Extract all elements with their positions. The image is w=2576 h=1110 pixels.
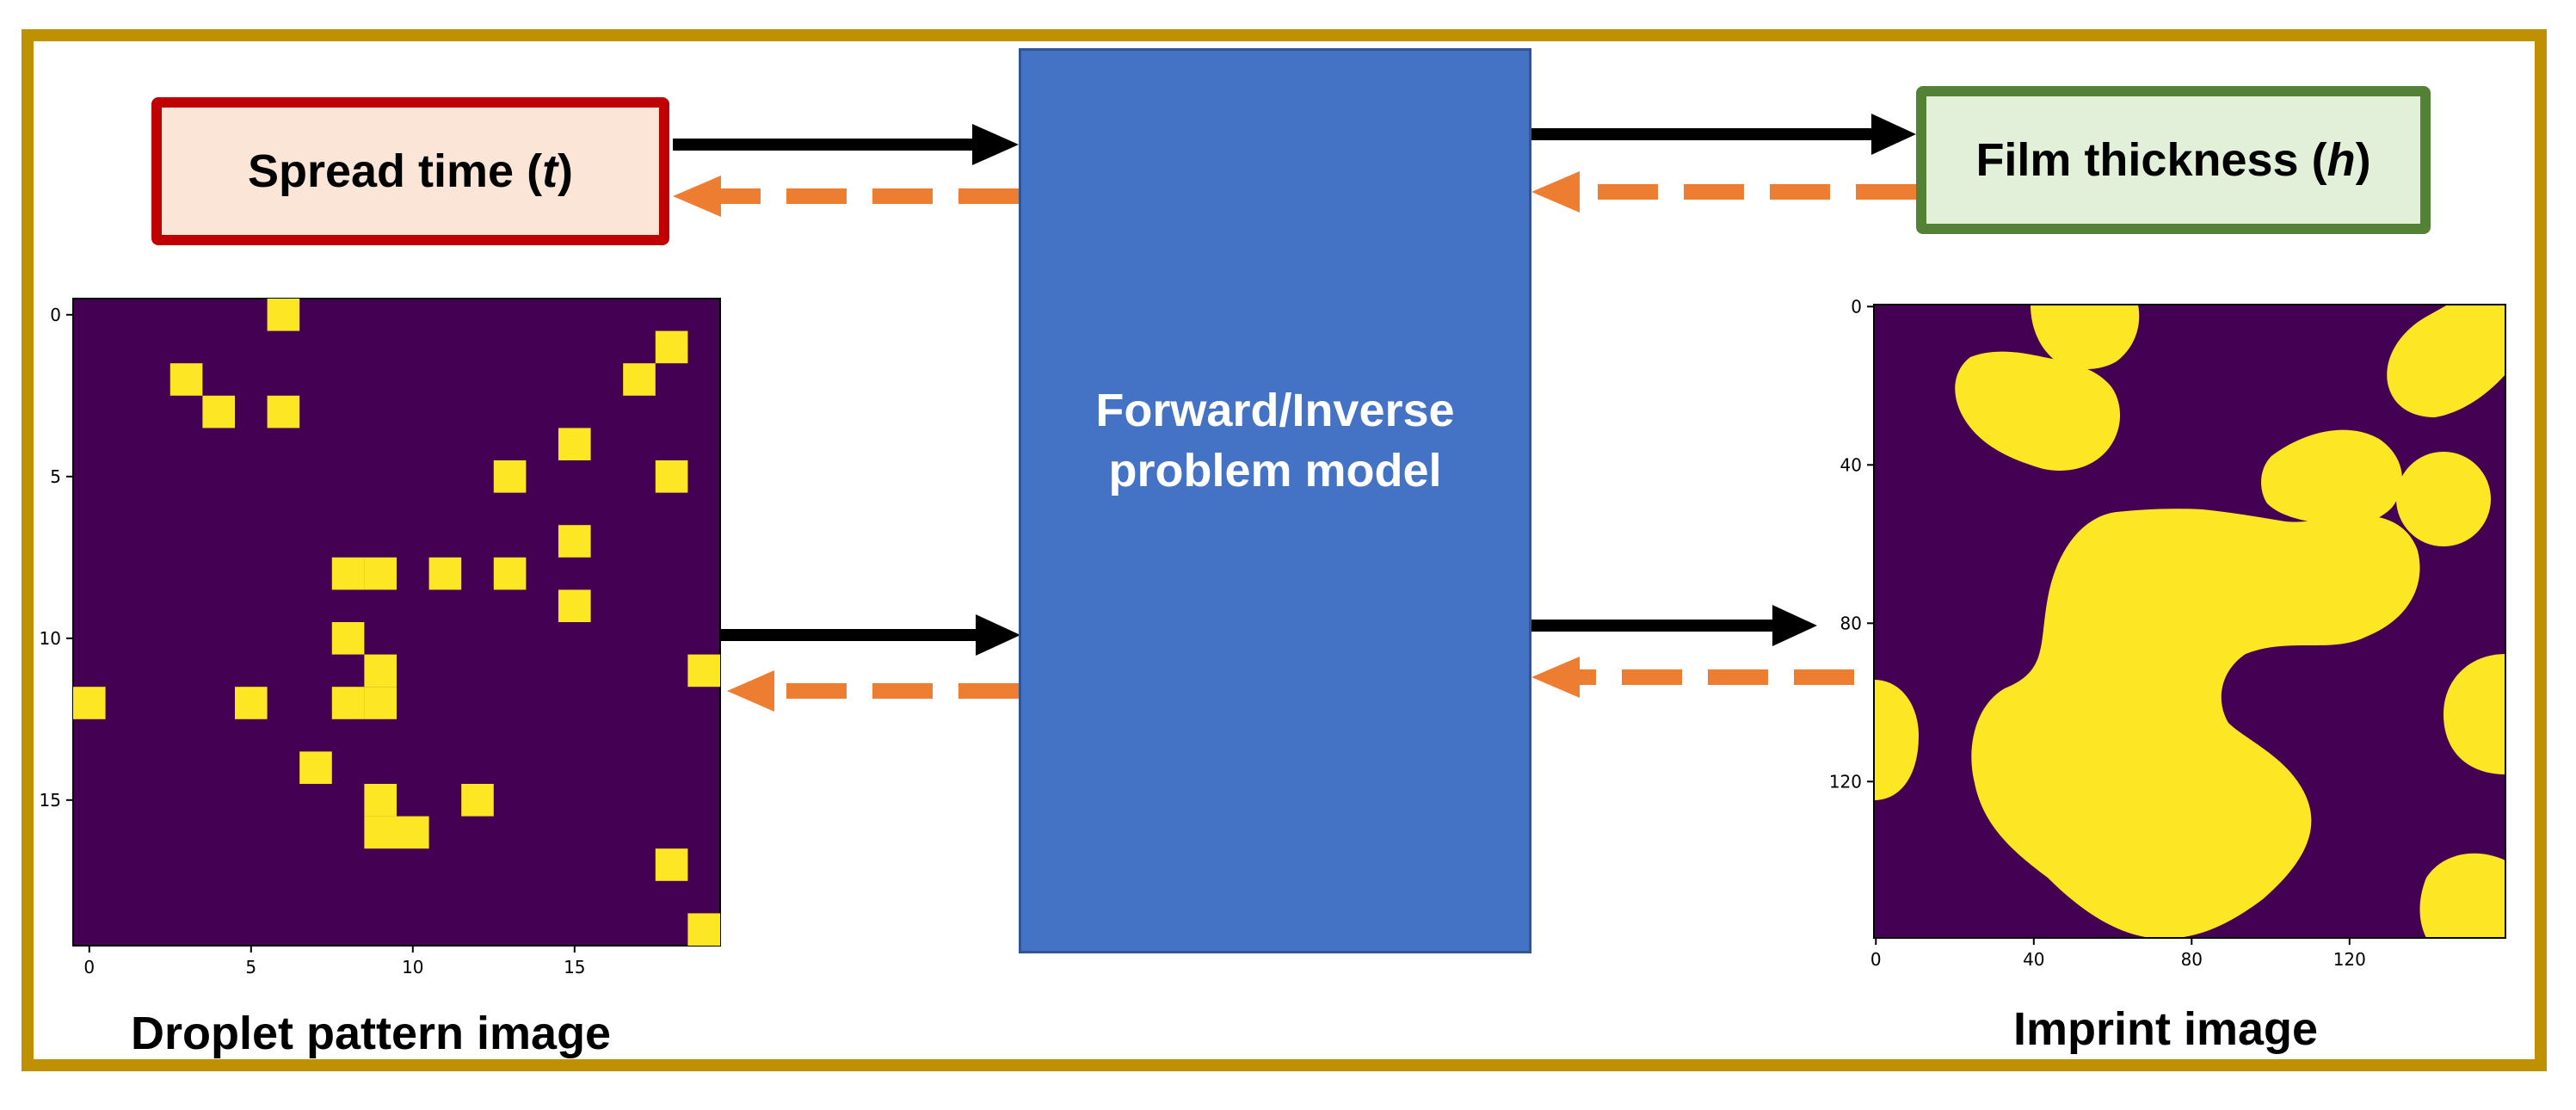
droplet-xtick-label: 0 — [83, 957, 95, 977]
imprint-blob-upper-right-mid — [2261, 429, 2402, 527]
droplet-pixel — [558, 428, 591, 460]
imprint-blob-bottom-right — [2419, 853, 2505, 938]
forward-arrowhead-imprint — [1772, 605, 1817, 646]
droplet-pixel — [655, 330, 688, 364]
droplet-pixel — [364, 687, 397, 719]
droplet-pixel — [267, 395, 300, 429]
droplet-pixel — [428, 557, 462, 590]
imprint-xtick-label: 40 — [2023, 949, 2044, 970]
droplet-pattern-plot: 0 5 10 15 0 5 10 15 — [40, 298, 721, 977]
droplet-pixel — [299, 751, 332, 784]
imprint-ytick-label: 120 — [1829, 771, 1862, 792]
outer-frame — [22, 29, 2547, 1071]
spread-time-label: Spread time ( — [247, 145, 543, 197]
imprint-xtick-label: 80 — [2181, 949, 2203, 970]
droplet-pixel — [397, 816, 429, 849]
spread-time-close: ) — [558, 145, 574, 197]
imprint-blob-main — [1971, 509, 2420, 938]
droplet-pixel — [364, 557, 397, 590]
droplet-pattern-caption: Droplet pattern image — [131, 1008, 612, 1059]
droplet-pixel — [655, 460, 688, 493]
droplet-pixel — [655, 848, 688, 881]
imprint-ytick-label: 0 — [1851, 296, 1862, 317]
imprint-blob-top-right — [2387, 305, 2505, 417]
droplet-pixel — [331, 557, 365, 590]
film-thickness-label: Film thickness ( — [1975, 134, 2327, 186]
droplet-pixel — [558, 525, 591, 558]
droplet-ytick-label: 15 — [40, 790, 61, 811]
inverse-arrowhead-droplet — [727, 670, 774, 712]
droplet-pixel — [364, 654, 397, 688]
imprint-blob-top-center — [2031, 305, 2140, 369]
droplet-pixel — [169, 363, 203, 396]
imprint-xtick-label: 0 — [1870, 949, 1882, 970]
droplet-pixel — [331, 687, 365, 719]
imprint-xtick-label: 120 — [2333, 949, 2366, 970]
film-thickness-close: ) — [2355, 134, 2371, 186]
model-box: Forward/Inverse problem model — [1019, 48, 1531, 953]
imprint-plot: 0 40 80 120 0 40 80 120 — [1829, 296, 2506, 970]
imprint-blob-left-edge — [1874, 680, 1919, 800]
spread-time-box: Spread time (t) — [151, 97, 669, 245]
imprint-ytick-label: 80 — [1840, 613, 1862, 633]
droplet-pixel — [623, 363, 656, 396]
inverse-arrowhead-thickness — [1531, 171, 1580, 213]
forward-arrowhead-thickness — [1871, 114, 1916, 155]
inverse-arrowhead-imprint — [1531, 657, 1580, 698]
droplet-ytick-label: 10 — [40, 628, 61, 649]
model-label-line1: Forward/Inverse — [1095, 385, 1455, 436]
droplet-xtick-label: 5 — [245, 957, 256, 977]
droplet-pixel — [364, 784, 397, 817]
imprint-blob-top-left — [1955, 351, 2121, 471]
droplet-pixel — [267, 299, 300, 331]
imprint-caption: Imprint image — [2013, 1003, 2319, 1055]
droplet-pixel — [73, 687, 106, 719]
droplet-pixel — [687, 913, 720, 946]
imprint-blob-right-circle — [2396, 452, 2491, 546]
imprint-plot-border — [1873, 304, 2506, 939]
droplet-pixel — [558, 589, 591, 622]
droplet-pixel — [493, 557, 527, 590]
droplet-pixel — [493, 460, 527, 493]
imprint-ytick-label: 40 — [1840, 454, 1862, 475]
droplet-pixel — [687, 654, 720, 688]
droplet-pixel — [235, 687, 268, 719]
film-thickness-box: Film thickness (h) — [1916, 86, 2431, 234]
droplet-xtick-label: 15 — [564, 957, 585, 977]
droplet-ytick-label: 0 — [50, 305, 61, 325]
inverse-arrowhead-time — [673, 176, 721, 217]
forward-arrowhead-time — [972, 124, 1019, 165]
model-label-line2: problem model — [1108, 445, 1442, 496]
droplet-pixel — [364, 816, 397, 849]
spread-time-variable: t — [542, 145, 558, 197]
film-thickness-variable: h — [2326, 134, 2356, 186]
droplet-ytick-label: 5 — [50, 466, 61, 487]
droplet-pixel — [461, 784, 494, 817]
droplet-xtick-label: 10 — [402, 957, 423, 977]
droplet-pixel — [331, 622, 365, 655]
imprint-blob-right-edge — [2444, 654, 2505, 774]
droplet-pixel — [202, 395, 235, 429]
forward-arrowhead-droplet — [976, 614, 1020, 656]
